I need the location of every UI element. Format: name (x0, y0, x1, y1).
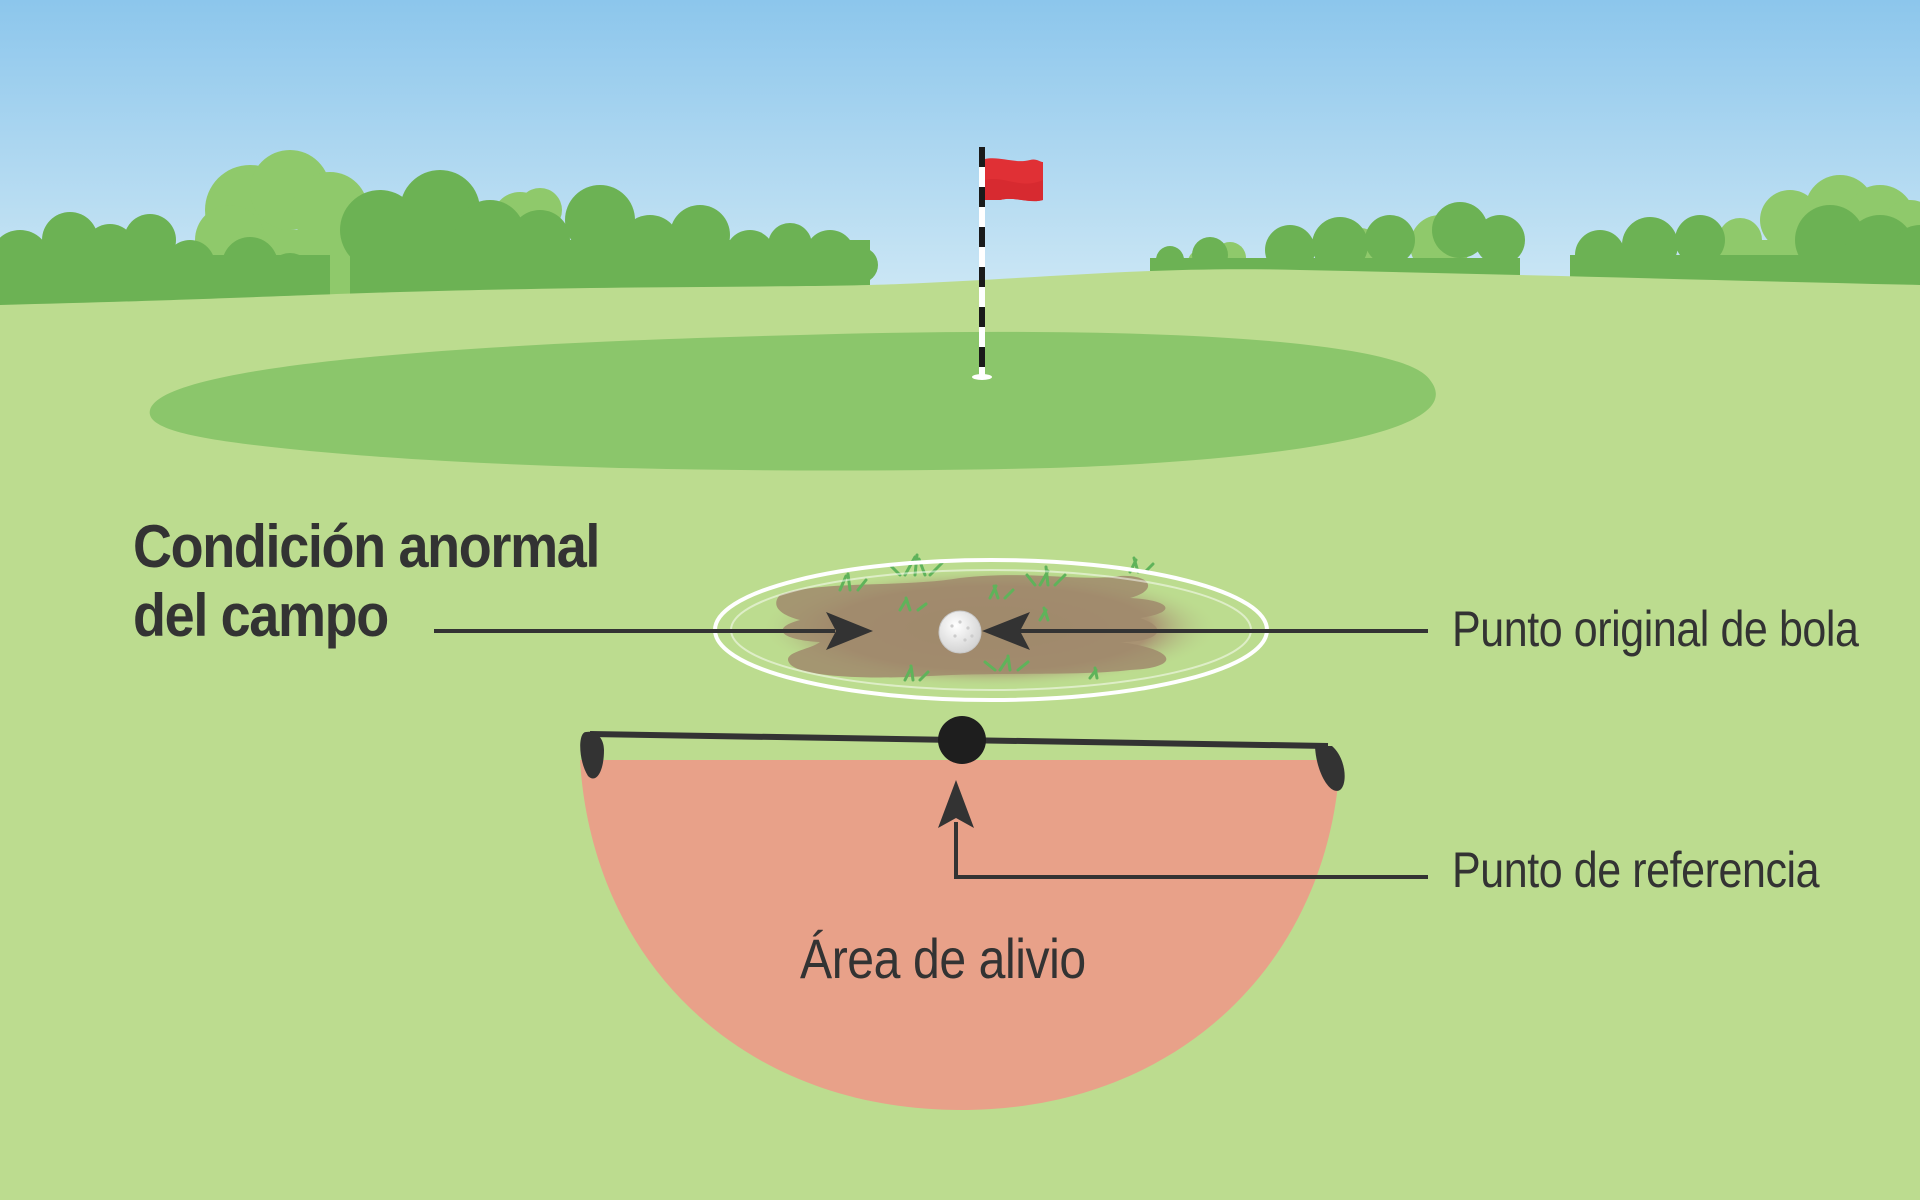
flag-icon (972, 147, 1043, 380)
reference-point-dot (938, 716, 986, 764)
golf-ball-icon (938, 610, 982, 654)
arrow-abnormal-condition (434, 612, 873, 650)
grass-tuft-icon (838, 553, 1155, 682)
abnormal-condition-label-line2: del campo (133, 582, 389, 649)
reference-point-label: Punto de referencia (1452, 842, 1820, 898)
putting-green (149, 331, 1436, 471)
arrow-reference-point (938, 780, 1428, 879)
abnormal-condition-label-line1: Condición anormal (133, 513, 600, 580)
relief-area-label: Área de alivio (800, 927, 1086, 990)
arrow-original-ball-spot (982, 612, 1428, 650)
original-ball-spot-label: Punto original de bola (1452, 601, 1859, 657)
abnormal-condition-label: Condición anormal del campo (133, 512, 600, 650)
relief-area (580, 760, 1340, 1110)
